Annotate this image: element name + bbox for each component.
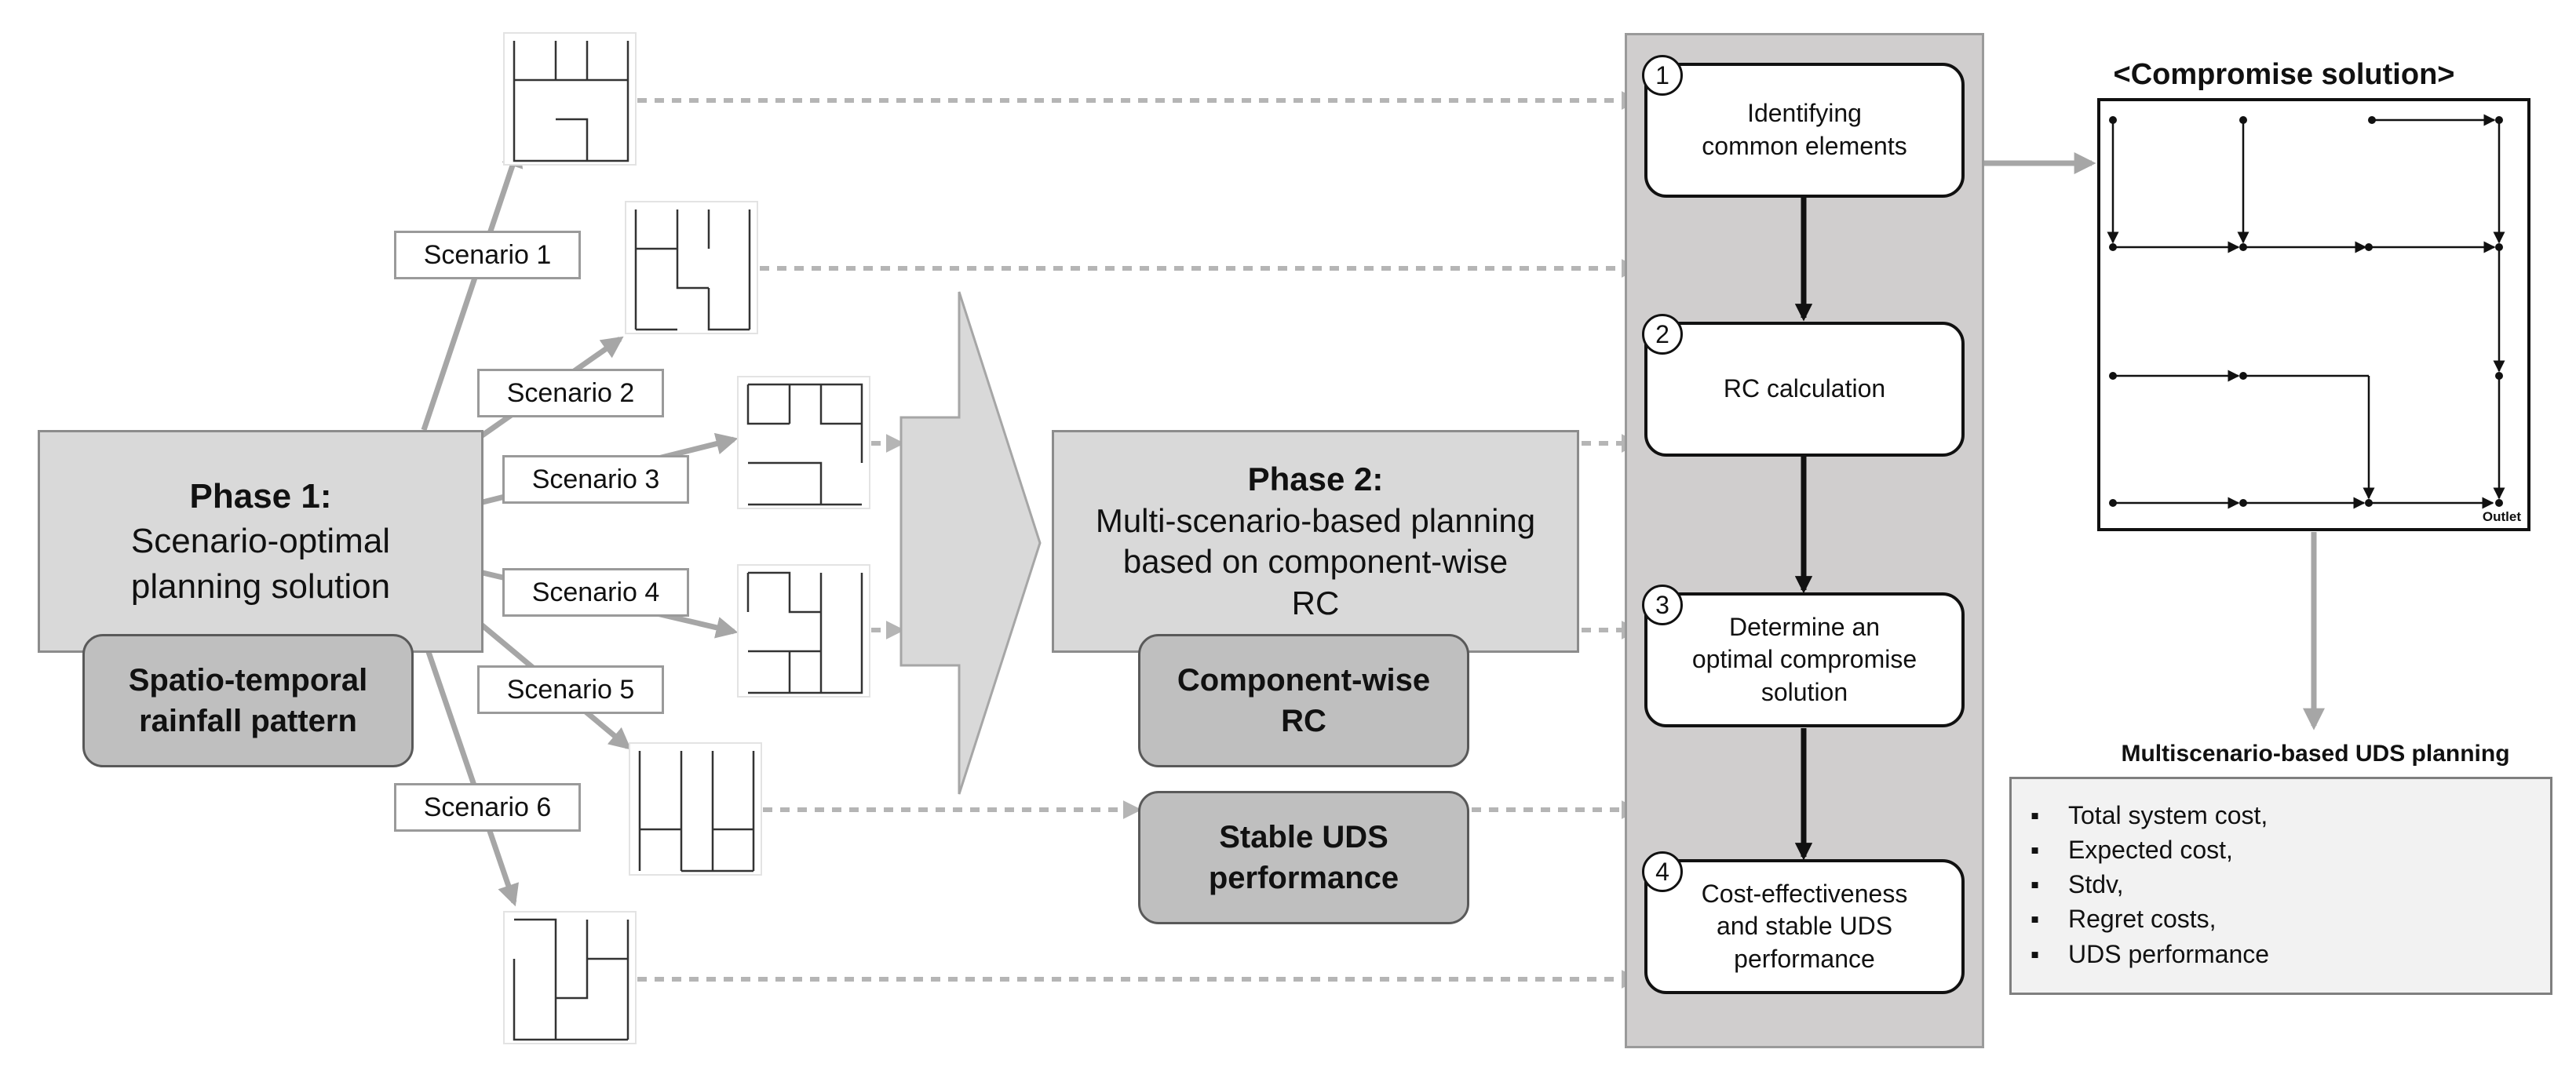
rainfall-pattern-box: Spatio-temporal rainfall pattern	[82, 634, 414, 767]
step-4-line3: performance	[1734, 944, 1875, 973]
dotted-connectors	[637, 91, 1640, 989]
results-item-5: ▪UDS performance	[2031, 939, 2270, 968]
network-thumbnail-6	[503, 911, 637, 1044]
step-2-line1: RC calculation	[1723, 374, 1886, 403]
step-4-line2: and stable UDS	[1716, 912, 1893, 941]
phase1-box: Phase 1: Scenario-optimal planning solut…	[38, 430, 483, 653]
step-3-line2: optimal compromise	[1691, 645, 1917, 674]
results-item-4: ▪Regret costs,	[2031, 905, 2217, 934]
results-item-5-text: UDS performance	[2068, 939, 2270, 968]
step-1-number: 1	[1642, 55, 1683, 96]
results-item-1: ▪Total system cost,	[2031, 801, 2268, 829]
network-thumbnail-5	[629, 742, 762, 876]
scenario-label-5: Scenario 5	[477, 665, 664, 714]
network-thumbnail-1	[503, 32, 637, 166]
results-box: ▪Total system cost, ▪Expected cost, ▪Std…	[2009, 777, 2552, 995]
step-1-box: Identifying common elements	[1644, 63, 1965, 198]
fan-arrow-6	[425, 648, 520, 907]
phase2-line1: Multi-scenario-based planning	[1095, 501, 1536, 539]
step-3-line3: solution	[1761, 677, 1848, 706]
phase2-title: Phase 2:	[1247, 461, 1384, 497]
step-3-number: 3	[1642, 585, 1683, 625]
network-thumbnail-4	[737, 564, 870, 698]
results-item-2: ▪Expected cost,	[2031, 836, 2233, 865]
network-thumbnail-2	[625, 201, 758, 334]
compromise-network-diagram	[2107, 114, 2505, 509]
results-item-4-text: Regret costs,	[2068, 905, 2217, 934]
rainfall-line1: Spatio-temporal	[128, 663, 368, 698]
outlet-label: Outlet	[2482, 509, 2521, 524]
fan-arrow-1	[421, 144, 524, 432]
compromise-network-box: Outlet	[2097, 98, 2530, 531]
step-4-box: Cost-effectiveness and stable UDS perfor…	[1644, 859, 1965, 994]
results-item-3-text: Stdv,	[2068, 870, 2124, 899]
step-4-number: 4	[1642, 851, 1683, 892]
stable-uds-line1: Stable UDS	[1219, 820, 1388, 854]
phase2-line3: RC	[1291, 584, 1340, 621]
results-title: Multiscenario-based UDS planning	[2121, 741, 2510, 767]
step-3-line1: Determine an	[1728, 612, 1881, 641]
phase2-box: Phase 2: Multi-scenario-based planning b…	[1052, 430, 1579, 653]
phase1-title: Phase 1:	[189, 477, 332, 516]
results-item-2-text: Expected cost,	[2068, 836, 2233, 865]
component-wise-rc-box: Component-wise RC	[1138, 634, 1469, 767]
scenario-label-4: Scenario 4	[502, 568, 689, 617]
step-2-number: 2	[1642, 314, 1683, 355]
step-1-line2: common elements	[1702, 132, 1907, 160]
scenario-label-6: Scenario 6	[394, 783, 581, 832]
phase1-line1: Scenario-optimal	[130, 522, 391, 561]
step-4-line1: Cost-effectiveness	[1701, 879, 1908, 908]
compromise-title: <Compromise solution>	[2113, 57, 2455, 91]
component-rc-line2: RC	[1281, 704, 1326, 738]
network-thumbnail-3	[737, 376, 870, 509]
stable-uds-box: Stable UDS performance	[1138, 791, 1469, 924]
phase1-line2: planning solution	[130, 567, 391, 606]
stable-uds-line2: performance	[1208, 861, 1399, 895]
phase2-line2: based on component-wise	[1122, 543, 1509, 580]
scenario-label-1: Scenario 1	[394, 231, 581, 279]
scenario-label-3: Scenario 3	[502, 455, 689, 504]
scenario-label-2: Scenario 2	[477, 369, 664, 417]
results-item-1-text: Total system cost,	[2068, 801, 2268, 829]
results-item-3: ▪Stdv,	[2031, 870, 2124, 899]
step-1-line1: Identifying	[1747, 99, 1862, 128]
step-3-box: Determine an optimal compromise solution	[1644, 592, 1965, 727]
step-2-box: RC calculation	[1644, 322, 1965, 457]
component-rc-line1: Component-wise	[1177, 663, 1431, 698]
rainfall-line2: rainfall pattern	[139, 704, 357, 738]
phase-transition-arrow	[899, 291, 1042, 795]
